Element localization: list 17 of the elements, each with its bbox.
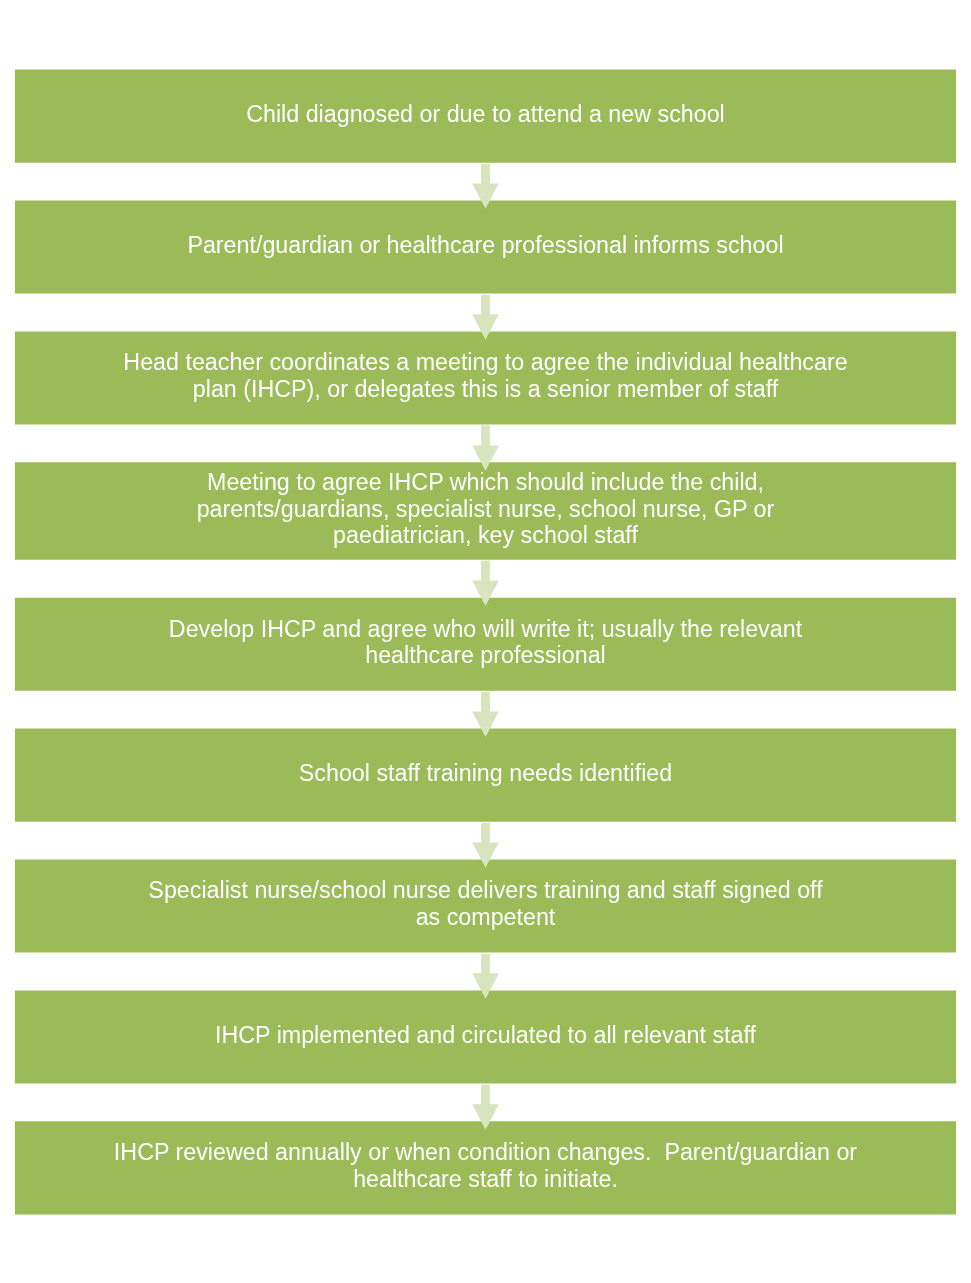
node-box: Develop IHCP and agree who will write it; usually the relevant healthcare professional	[13, 595, 958, 692]
arrow	[472, 163, 499, 209]
arrow	[472, 560, 499, 606]
node-box: Parent/guardian or healthcare professional informs school	[13, 198, 958, 295]
node-box: IHCP implemented and circulated to all relevant staff	[13, 988, 958, 1085]
node-box: IHCP reviewed annually or when condition changes. Parent/guardian or healthcare staff to initiate.	[13, 1119, 958, 1216]
arrow	[472, 953, 499, 999]
node-box: Meeting to agree IHCP which should include the child, parents/guardians, specialist nurse, school nurse, GP or paediatrician, key school staff	[13, 460, 958, 561]
arrow	[472, 1084, 499, 1130]
node-box: Child diagnosed or due to attend a new school	[13, 67, 958, 164]
arrow	[472, 424, 499, 471]
arrow	[472, 691, 499, 737]
node-box: School staff training needs identified	[13, 726, 958, 823]
node-box: Head teacher coordinates a meeting to agree the individual healthcare plan (IHCP), or delegates this is a senior member of staff	[13, 329, 958, 426]
node-box: Specialist nurse/school nurse delivers training and staff signed off as competent	[13, 857, 958, 954]
arrow	[472, 294, 499, 340]
arrow	[472, 822, 499, 868]
